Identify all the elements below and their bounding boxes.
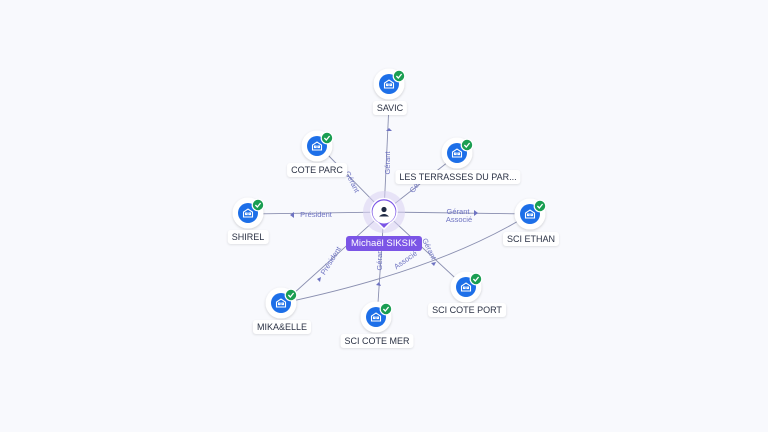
person-icon [379,206,389,217]
center-name-label[interactable]: Michaël SIKSIK [346,236,422,251]
check-icon [392,69,406,83]
node-label-sci-ethan[interactable]: SCI ETHAN [502,232,560,246]
edge-label-shirel: Président [300,210,333,219]
check-mark [395,73,403,79]
edge-label-savic: Gérant [383,151,392,175]
building-glyph [524,209,536,219]
node-label-cote-parc[interactable]: COTE PARC [287,163,347,177]
company-node-terrasses[interactable] [441,137,474,169]
edge-arrow-mikaelle [317,277,321,282]
company-node-sci-cote-port[interactable] [450,271,483,303]
edge-label-sci-ethan: Gérant [447,207,471,216]
building-glyph [451,148,463,158]
company-node-mikaelle[interactable] [265,287,298,319]
check-icon [251,198,265,212]
edge-arrow-shirel [290,212,294,218]
node-label-sci-cote-mer[interactable]: SCI COTE MER [340,334,414,348]
node-label-terrasses[interactable]: LES TERRASSES DU PAR... [395,170,521,184]
company-node-savic[interactable] [373,68,406,100]
edge-label-sci-cote-mer: Gérant [375,247,384,271]
edge-mikaelle-sci-ethan [282,213,531,304]
check-mark [254,202,262,208]
edge-arrow-savic [386,128,392,131]
edge-mikaelle [282,211,385,304]
check-icon [320,131,334,145]
node-label-savic[interactable]: SAVIC [372,101,408,115]
edge-sci-ethan [383,211,531,215]
edge-label-mikaelle-sci-ethan: Associé [392,249,419,271]
building-glyph [460,282,472,292]
edge-label-mikaelle: Président [319,244,344,276]
company-node-sci-ethan[interactable] [514,198,547,230]
check-mark [287,292,295,298]
check-mark [323,135,331,141]
edge-arrow-sci-cote-mer [376,282,381,286]
check-mark [472,276,480,282]
check-icon [469,272,483,286]
building-glyph [311,141,323,151]
node-label-mikaelle[interactable]: MIKA&ELLE [252,320,312,334]
building-glyph [370,312,382,322]
node-label-shirel[interactable]: SHIREL [227,230,269,244]
edge-arrow-sci-cote-port [431,262,436,266]
check-icon [533,199,547,213]
edge-label-sci-ethan-2: Associé [446,215,472,224]
node-label-sci-cote-port[interactable]: SCI COTE PORT [428,303,506,317]
check-icon [460,138,474,152]
company-node-sci-cote-mer[interactable] [360,301,393,333]
check-icon [379,302,393,316]
building-glyph [275,298,287,308]
edge-label-sci-cote-port: Gérant [420,237,439,262]
edge-arrow-sci-ethan [474,210,478,216]
check-icon [284,288,298,302]
company-node-shirel[interactable] [232,197,265,229]
center-node[interactable] [363,191,405,233]
check-mark [382,306,390,312]
building-glyph [383,79,395,89]
check-mark [463,142,471,148]
check-mark [536,203,544,209]
building-glyph [242,208,254,218]
edge-shirel [247,211,385,215]
company-node-cote-parc[interactable] [301,130,334,162]
